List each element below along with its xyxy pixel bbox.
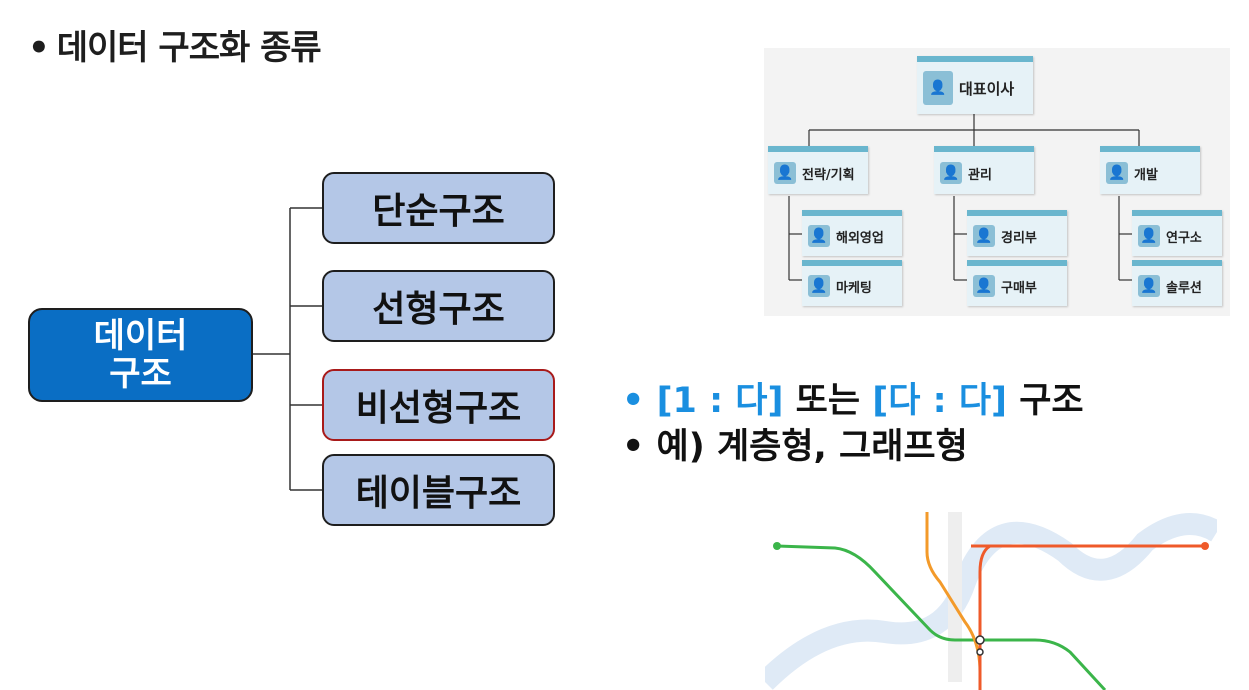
person-icon: 👤 [808,275,830,297]
title-bullet: • [28,28,50,68]
org-card-label: 연구소 [1166,230,1202,246]
node-label: 단순구조 [372,191,505,232]
org-card-label: 솔루션 [1166,280,1202,296]
tree-root-node: 데이터 구조 [28,308,253,402]
person-icon: 👤 [940,162,962,184]
org-card-team: 👤 연구소 [1132,210,1222,256]
person-icon: 👤 [1138,275,1160,297]
bullet-item-examples: • 예) 계층형, 그래프형 [622,424,1084,470]
bullet-accent-many-many: [다 : 다] [872,381,1008,421]
person-icon: 👤 [923,71,953,105]
org-card-team: 👤 마케팅 [802,260,902,306]
title-text: 데이터 구조화 종류 [56,28,322,68]
root-label-line2: 구조 [109,354,172,394]
bullet-text-examples: 예) 계층형, 그래프형 [644,427,968,467]
bullet-text-structure: 구조 [1007,381,1084,421]
org-chart-image: 👤 대표이사 👤 전략/기획 👤 관리 👤 개발 👤 해외영업 👤 마케팅 👤 … [764,48,1230,316]
org-card-ceo: 👤 대표이사 [917,56,1033,114]
org-card-label: 구매부 [1001,280,1037,296]
person-icon: 👤 [774,162,796,184]
bullet-dot: • [622,381,645,421]
person-icon: 👤 [808,225,830,247]
bullet-accent-one-many: [1 : 다] [656,381,784,421]
tree-node-simple: 단순구조 [322,172,555,244]
org-card-label: 대표이사 [959,79,1015,98]
bullet-dot: • [622,427,645,467]
subway-map-graphic [765,512,1217,690]
org-card-label: 관리 [968,167,992,183]
org-card-team: 👤 솔루션 [1132,260,1222,306]
slide-title: •데이터 구조화 종류 [28,20,322,69]
tree-node-nonlinear: 비선형구조 [322,369,555,441]
person-icon: 👤 [1138,225,1160,247]
org-card-label: 경리부 [1001,230,1037,246]
bullet-text-or: 또는 [783,381,873,421]
tree-connectors [253,207,322,491]
org-card-dept: 👤 개발 [1100,146,1200,194]
org-card-team: 👤 해외영업 [802,210,902,256]
node-label: 비선형구조 [355,388,522,429]
org-card-team: 👤 구매부 [967,260,1067,306]
node-label: 선형구조 [372,289,505,330]
org-chart-connectors [788,114,1140,281]
root-label-line1: 데이터 [93,316,188,356]
org-card-label: 개발 [1134,167,1158,183]
bullet-list: • [1 : 다] 또는 [다 : 다] 구조 • 예) 계층형, 그래프형 [622,378,1084,470]
org-card-label: 마케팅 [836,280,872,296]
org-card-label: 해외영업 [836,230,884,246]
node-label: 테이블구조 [355,473,522,514]
bullet-item-structure: • [1 : 다] 또는 [다 : 다] 구조 [622,378,1084,424]
org-card-label: 전략/기획 [802,167,855,183]
tree-node-linear: 선형구조 [322,270,555,342]
org-card-dept: 👤 전략/기획 [768,146,868,194]
person-icon: 👤 [1106,162,1128,184]
subway-map-image [765,512,1217,690]
org-card-team: 👤 경리부 [967,210,1067,256]
org-card-dept: 👤 관리 [934,146,1034,194]
tree-node-table: 테이블구조 [322,454,555,526]
person-icon: 👤 [973,225,995,247]
person-icon: 👤 [973,275,995,297]
